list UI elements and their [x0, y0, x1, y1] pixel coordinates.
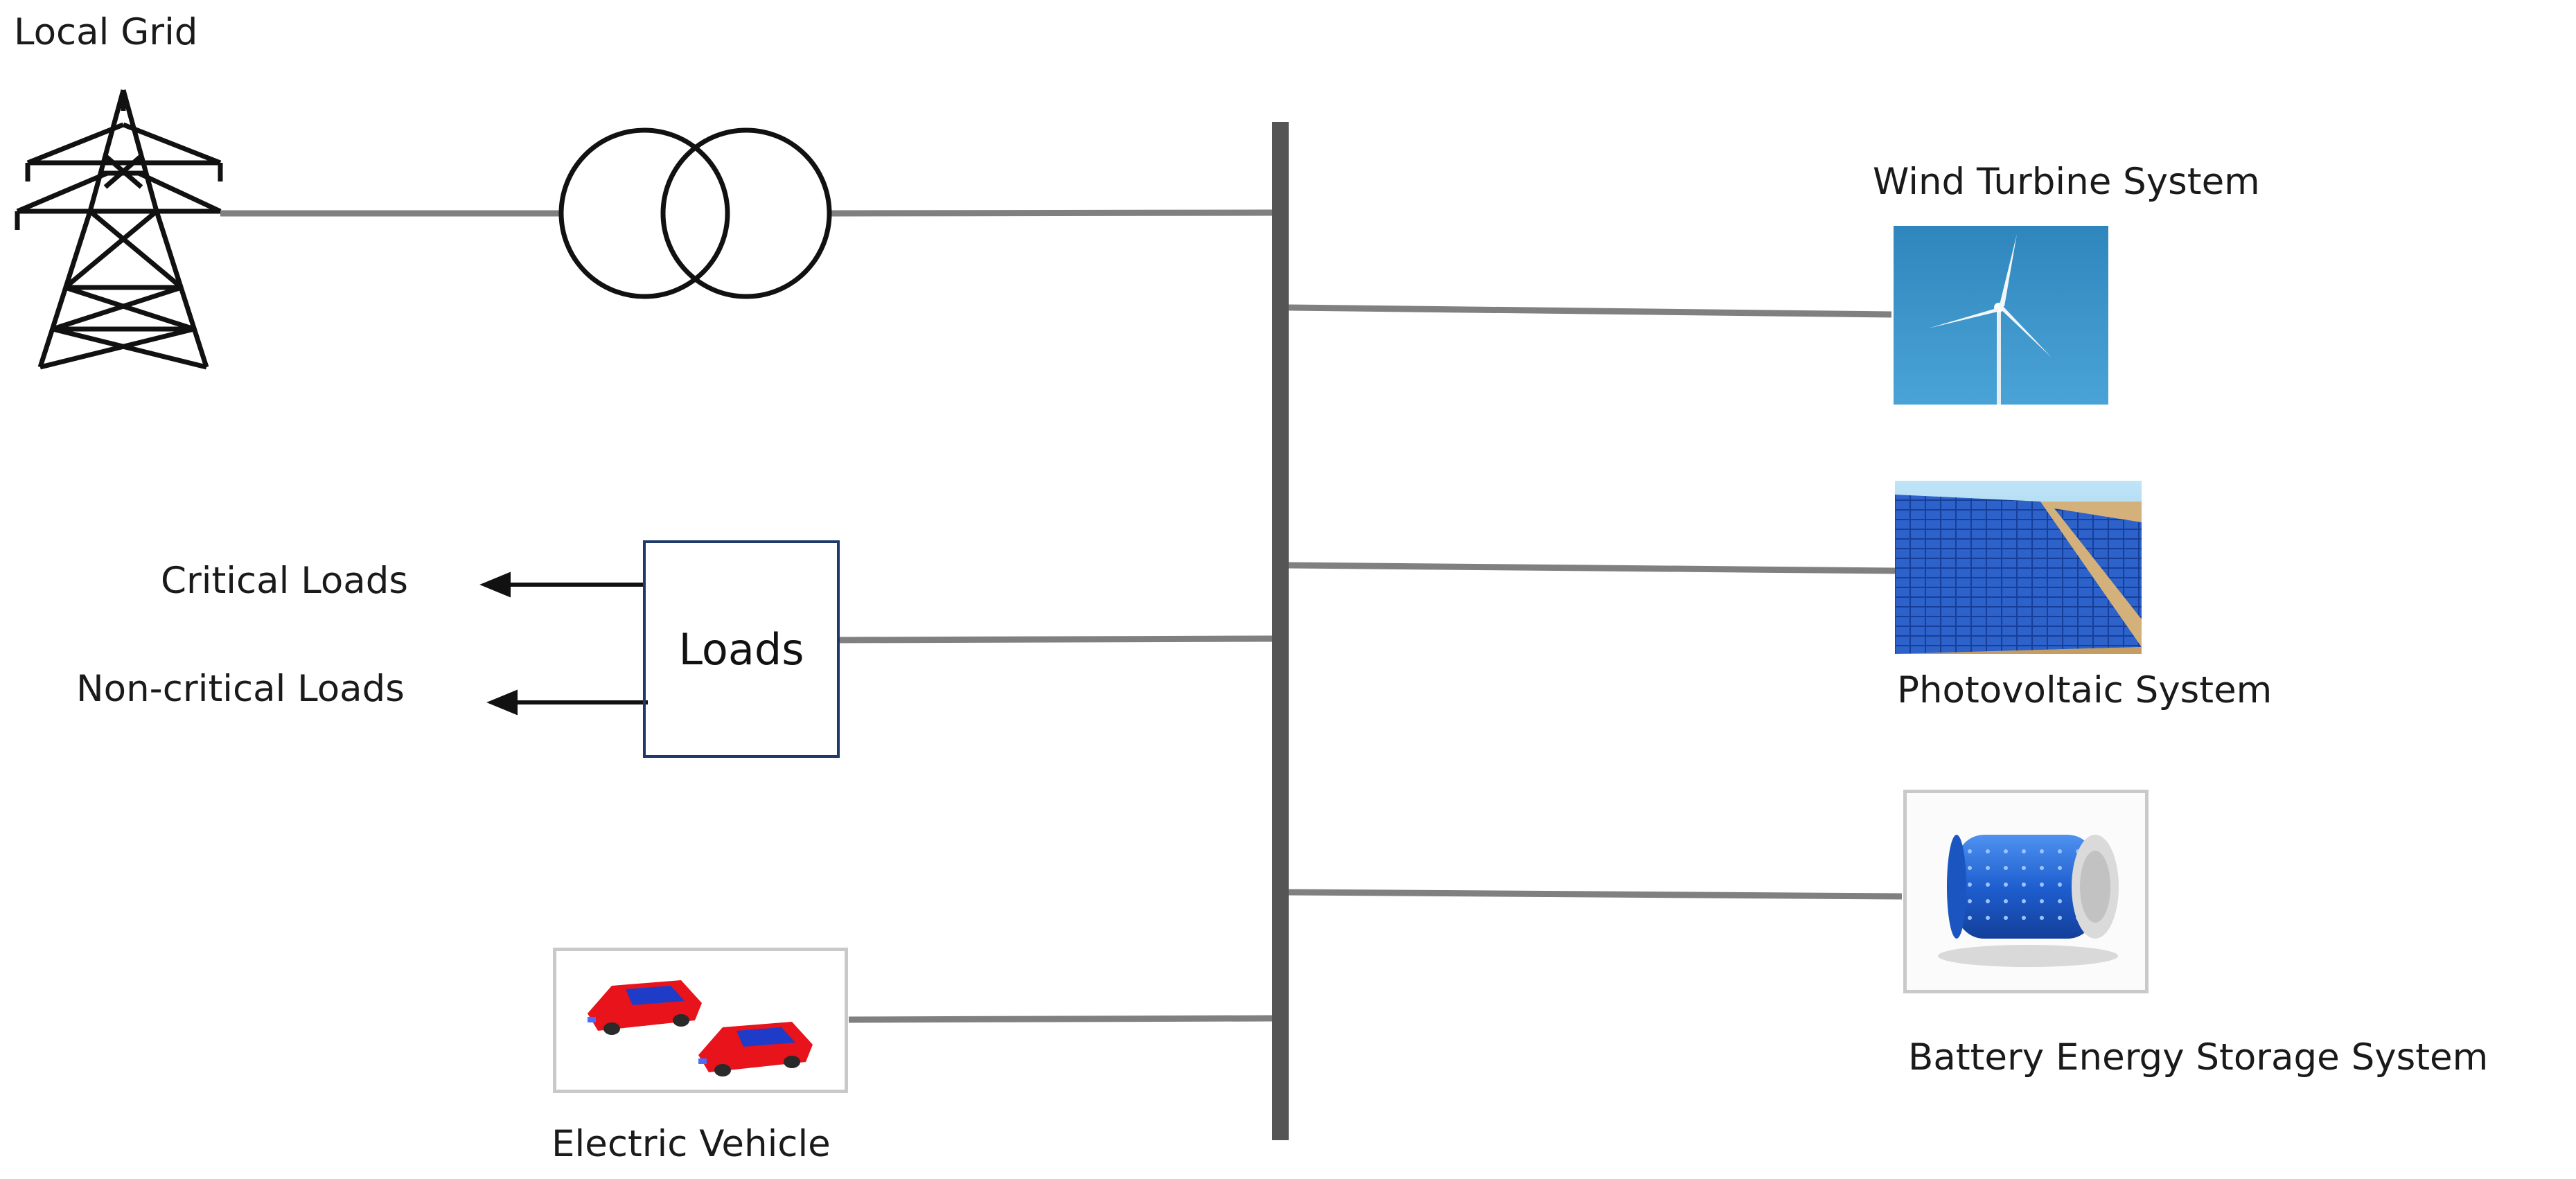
loads-to-bus-line	[839, 635, 1273, 644]
photovoltaic-picture	[1895, 481, 2142, 654]
loads-label: Loads	[678, 623, 804, 675]
transmission-tower-icon	[15, 89, 223, 370]
loads-box: Loads	[643, 540, 840, 758]
transformer-icon	[558, 127, 832, 299]
photovoltaic-label: Photovoltaic System	[1897, 669, 2273, 711]
battery-picture	[1903, 790, 2149, 993]
battery-label: Battery Energy Storage System	[1908, 1036, 2489, 1079]
battery-icon	[1938, 835, 2119, 967]
non-critical-loads-arrow	[486, 689, 648, 716]
electric-car-icon	[588, 980, 813, 1076]
wind-turbine-picture	[1894, 226, 2108, 405]
critical-loads-label: Critical Loads	[161, 560, 408, 602]
bus-to-pv-line	[1288, 562, 1896, 574]
bus-to-wind-line	[1288, 304, 1892, 318]
electric-vehicle-picture	[553, 948, 848, 1093]
solar-panel-icon	[1895, 481, 2142, 654]
car-1	[588, 980, 702, 1035]
wind-turbine-icon	[1894, 226, 2108, 405]
wind-turbine-label: Wind Turbine System	[1873, 161, 2260, 203]
electric-vehicle-label: Electric Vehicle	[552, 1123, 831, 1165]
car-2	[698, 1022, 813, 1076]
ev-to-bus-line	[848, 1015, 1273, 1023]
local-grid-label: Local Grid	[14, 11, 198, 53]
critical-loads-arrow	[479, 571, 644, 598]
non-critical-loads-label: Non-critical Loads	[76, 668, 405, 710]
bus-to-battery-line	[1288, 889, 1903, 900]
main-bus-bar	[1272, 122, 1289, 1140]
